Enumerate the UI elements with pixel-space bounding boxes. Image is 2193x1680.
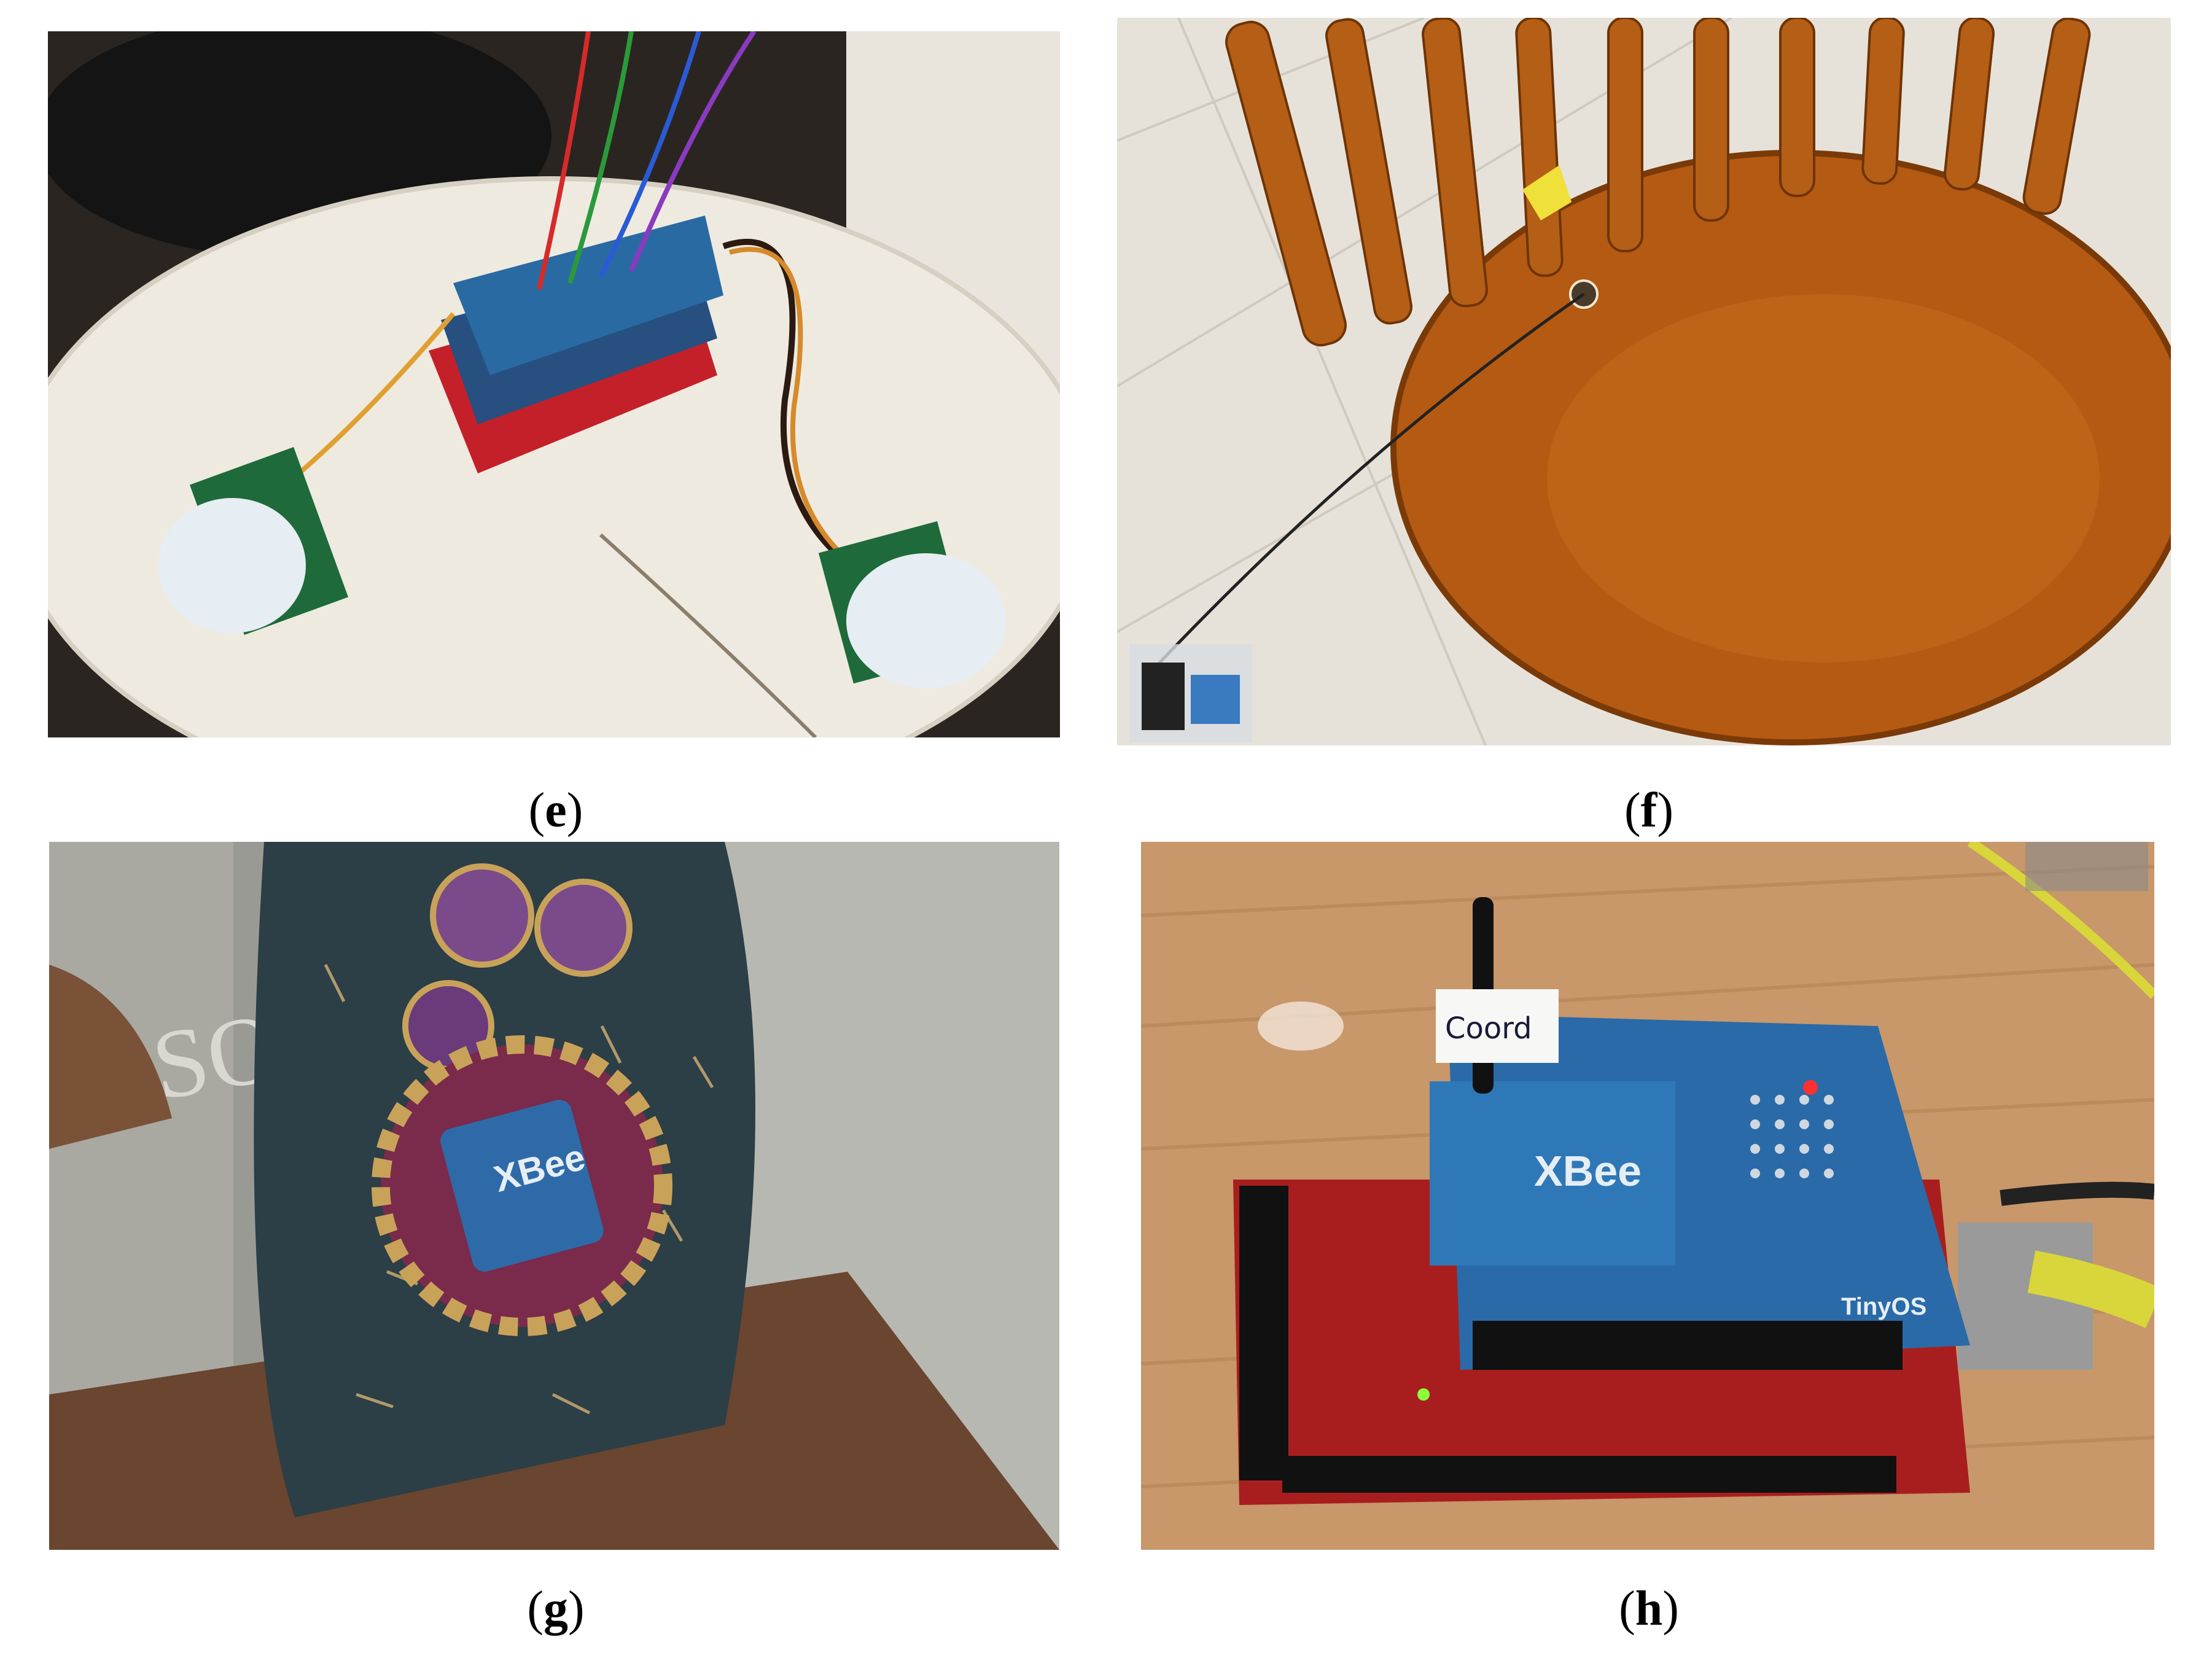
svg-text:TinyOS: TinyOS [1841,1293,1926,1320]
photo-h-xbee-coordinator: XBee TinyOS Coord [1141,842,2154,1550]
caption-g: (g) [527,1582,585,1636]
svg-text:Coord: Coord [1445,1011,1532,1046]
photo-g-wearable-armband: SOC XBee [49,842,1059,1550]
photo-f-chair-pressure-sensor [1117,18,2171,745]
photo-e-arduino-pir-sensors [48,31,1060,737]
caption-h: (h) [1619,1582,1679,1636]
svg-text:XBee: XBee [1534,1147,1642,1195]
caption-e: (e) [528,784,583,838]
caption-f: (f) [1624,784,1673,838]
